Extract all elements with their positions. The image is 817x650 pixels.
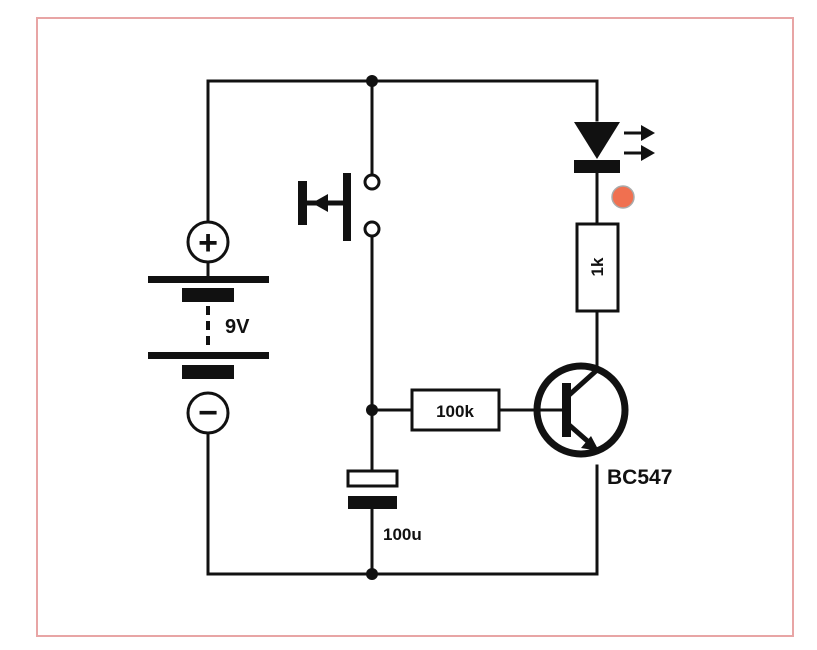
- capacitor-label: 100u: [383, 525, 422, 544]
- junction-dot-bottom: [366, 568, 378, 580]
- battery-cell-2-long: [148, 352, 269, 359]
- push-button-switch: [298, 173, 381, 241]
- transistor-collector: [566, 368, 599, 398]
- led-arrow-head-2: [641, 145, 655, 161]
- transistor-label: BC547: [607, 466, 672, 489]
- transistor-emitter-arrow: [581, 436, 599, 451]
- junction-dot-top: [366, 75, 378, 87]
- led-symbol: [574, 122, 655, 209]
- battery-cell-2-short: [182, 365, 234, 379]
- base-resistor-body: [410, 388, 501, 432]
- led-resistor-label: 1k: [588, 257, 607, 276]
- capacitor-plate-top: [346, 469, 399, 488]
- switch-contact-top: [363, 173, 381, 191]
- led-resistor: 1k: [575, 222, 620, 313]
- diagram-frame: [36, 17, 794, 637]
- battery-voltage-label: 9V: [225, 316, 250, 338]
- battery-minus-circle: [186, 391, 230, 435]
- transistor-base-bar: [562, 383, 571, 437]
- junction-dot-base: [366, 404, 378, 416]
- base-resistor-label: 100k: [436, 402, 474, 421]
- capacitor-plate-bottom: [348, 496, 397, 509]
- battery-cell-1-long: [148, 276, 269, 283]
- battery-minus-label: −: [198, 394, 218, 432]
- battery-plus-circle: [186, 220, 230, 264]
- base-resistor: 100k: [410, 388, 501, 432]
- switch-plunger-cap: [298, 181, 307, 225]
- wire-bottom: [206, 464, 599, 576]
- led-arrow-head-1: [641, 125, 655, 141]
- wire-top: [206, 79, 599, 122]
- led-triangle: [574, 122, 620, 159]
- switch-bar: [343, 173, 351, 241]
- led-resistor-body: [575, 222, 620, 313]
- battery-cell-1-short: [182, 288, 234, 302]
- led-cathode-bar: [574, 160, 620, 173]
- led-indicator-dot: [611, 185, 635, 209]
- battery-plus-label: +: [198, 224, 218, 262]
- switch-plunger-arrow: [312, 194, 328, 212]
- capacitor-symbol: 100u: [346, 469, 422, 544]
- transistor-symbol: BC547: [533, 362, 672, 489]
- switch-contact-bottom: [363, 220, 381, 238]
- battery-symbol: + − 9V: [148, 220, 269, 435]
